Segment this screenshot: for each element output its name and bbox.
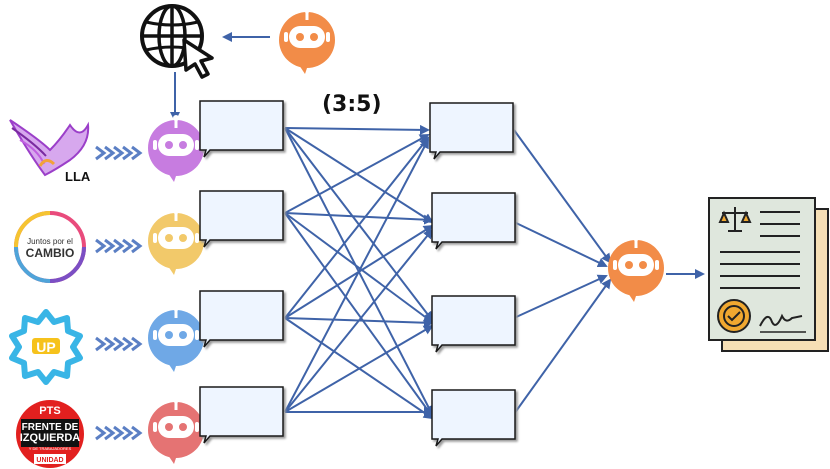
scales-icon bbox=[718, 207, 752, 232]
ratio-label: (3:5) bbox=[322, 92, 382, 117]
speech-bubble bbox=[431, 192, 516, 250]
edge bbox=[513, 278, 612, 415]
edge bbox=[513, 221, 608, 268]
party-logo-up: UP bbox=[9, 309, 83, 385]
party-agent-robot-icon bbox=[146, 303, 206, 374]
party-logo-juntos: Juntos por el CAMBIO bbox=[14, 211, 86, 283]
edge bbox=[284, 134, 430, 214]
web-agent-robot-icon bbox=[277, 5, 337, 76]
edge bbox=[284, 212, 434, 418]
seal-icon bbox=[717, 299, 751, 333]
party-logo-lla: LLA bbox=[9, 119, 91, 184]
party-logo-text: LLA bbox=[65, 169, 91, 184]
document-icon bbox=[708, 197, 829, 352]
edge bbox=[284, 324, 434, 413]
party-logo-pts: PTS FRENTE DE IZQUIERDA Y DE TRABAJADORE… bbox=[16, 400, 84, 468]
edge bbox=[284, 136, 430, 319]
party-agent-robot-icon bbox=[146, 206, 206, 277]
speech-bubbles-round1 bbox=[199, 100, 284, 444]
edge bbox=[284, 212, 434, 225]
globe-cursor-icon bbox=[140, 4, 214, 79]
edge bbox=[284, 127, 434, 224]
speech-bubbles-round2 bbox=[429, 102, 516, 447]
edge bbox=[284, 124, 430, 135]
party-logo-line3: Y DE TRABAJADORES bbox=[29, 446, 72, 451]
edge bbox=[284, 212, 434, 324]
party-logo-line1: FRENTE DE bbox=[22, 422, 79, 433]
orchestrator-robot-icon bbox=[606, 233, 666, 304]
edge bbox=[284, 138, 429, 413]
edges bbox=[170, 32, 705, 420]
party-agent-robot-icon bbox=[146, 113, 206, 184]
edge bbox=[513, 274, 608, 319]
speech-bubble bbox=[199, 386, 284, 444]
speech-bubble bbox=[199, 190, 284, 248]
party-logo-subtext: Juntos por el bbox=[27, 237, 73, 246]
signature-icon bbox=[759, 313, 803, 327]
speech-bubble bbox=[431, 389, 516, 447]
chevron-arrows-icon bbox=[94, 145, 142, 441]
speech-bubble bbox=[431, 295, 516, 353]
party-agent-robot-icon bbox=[146, 395, 206, 466]
party-logo-text: UP bbox=[36, 339, 55, 355]
party-logo-top: PTS bbox=[39, 405, 60, 417]
speech-bubble bbox=[199, 100, 284, 158]
edge bbox=[284, 228, 434, 413]
party-logo-bottom: UNIDAD bbox=[36, 457, 63, 464]
party-logo-line2: IZQUIERDA bbox=[20, 432, 81, 444]
speech-bubble bbox=[429, 102, 514, 160]
edge bbox=[513, 129, 612, 264]
speech-bubble bbox=[199, 290, 284, 348]
party-logo-text: CAMBIO bbox=[26, 246, 75, 260]
